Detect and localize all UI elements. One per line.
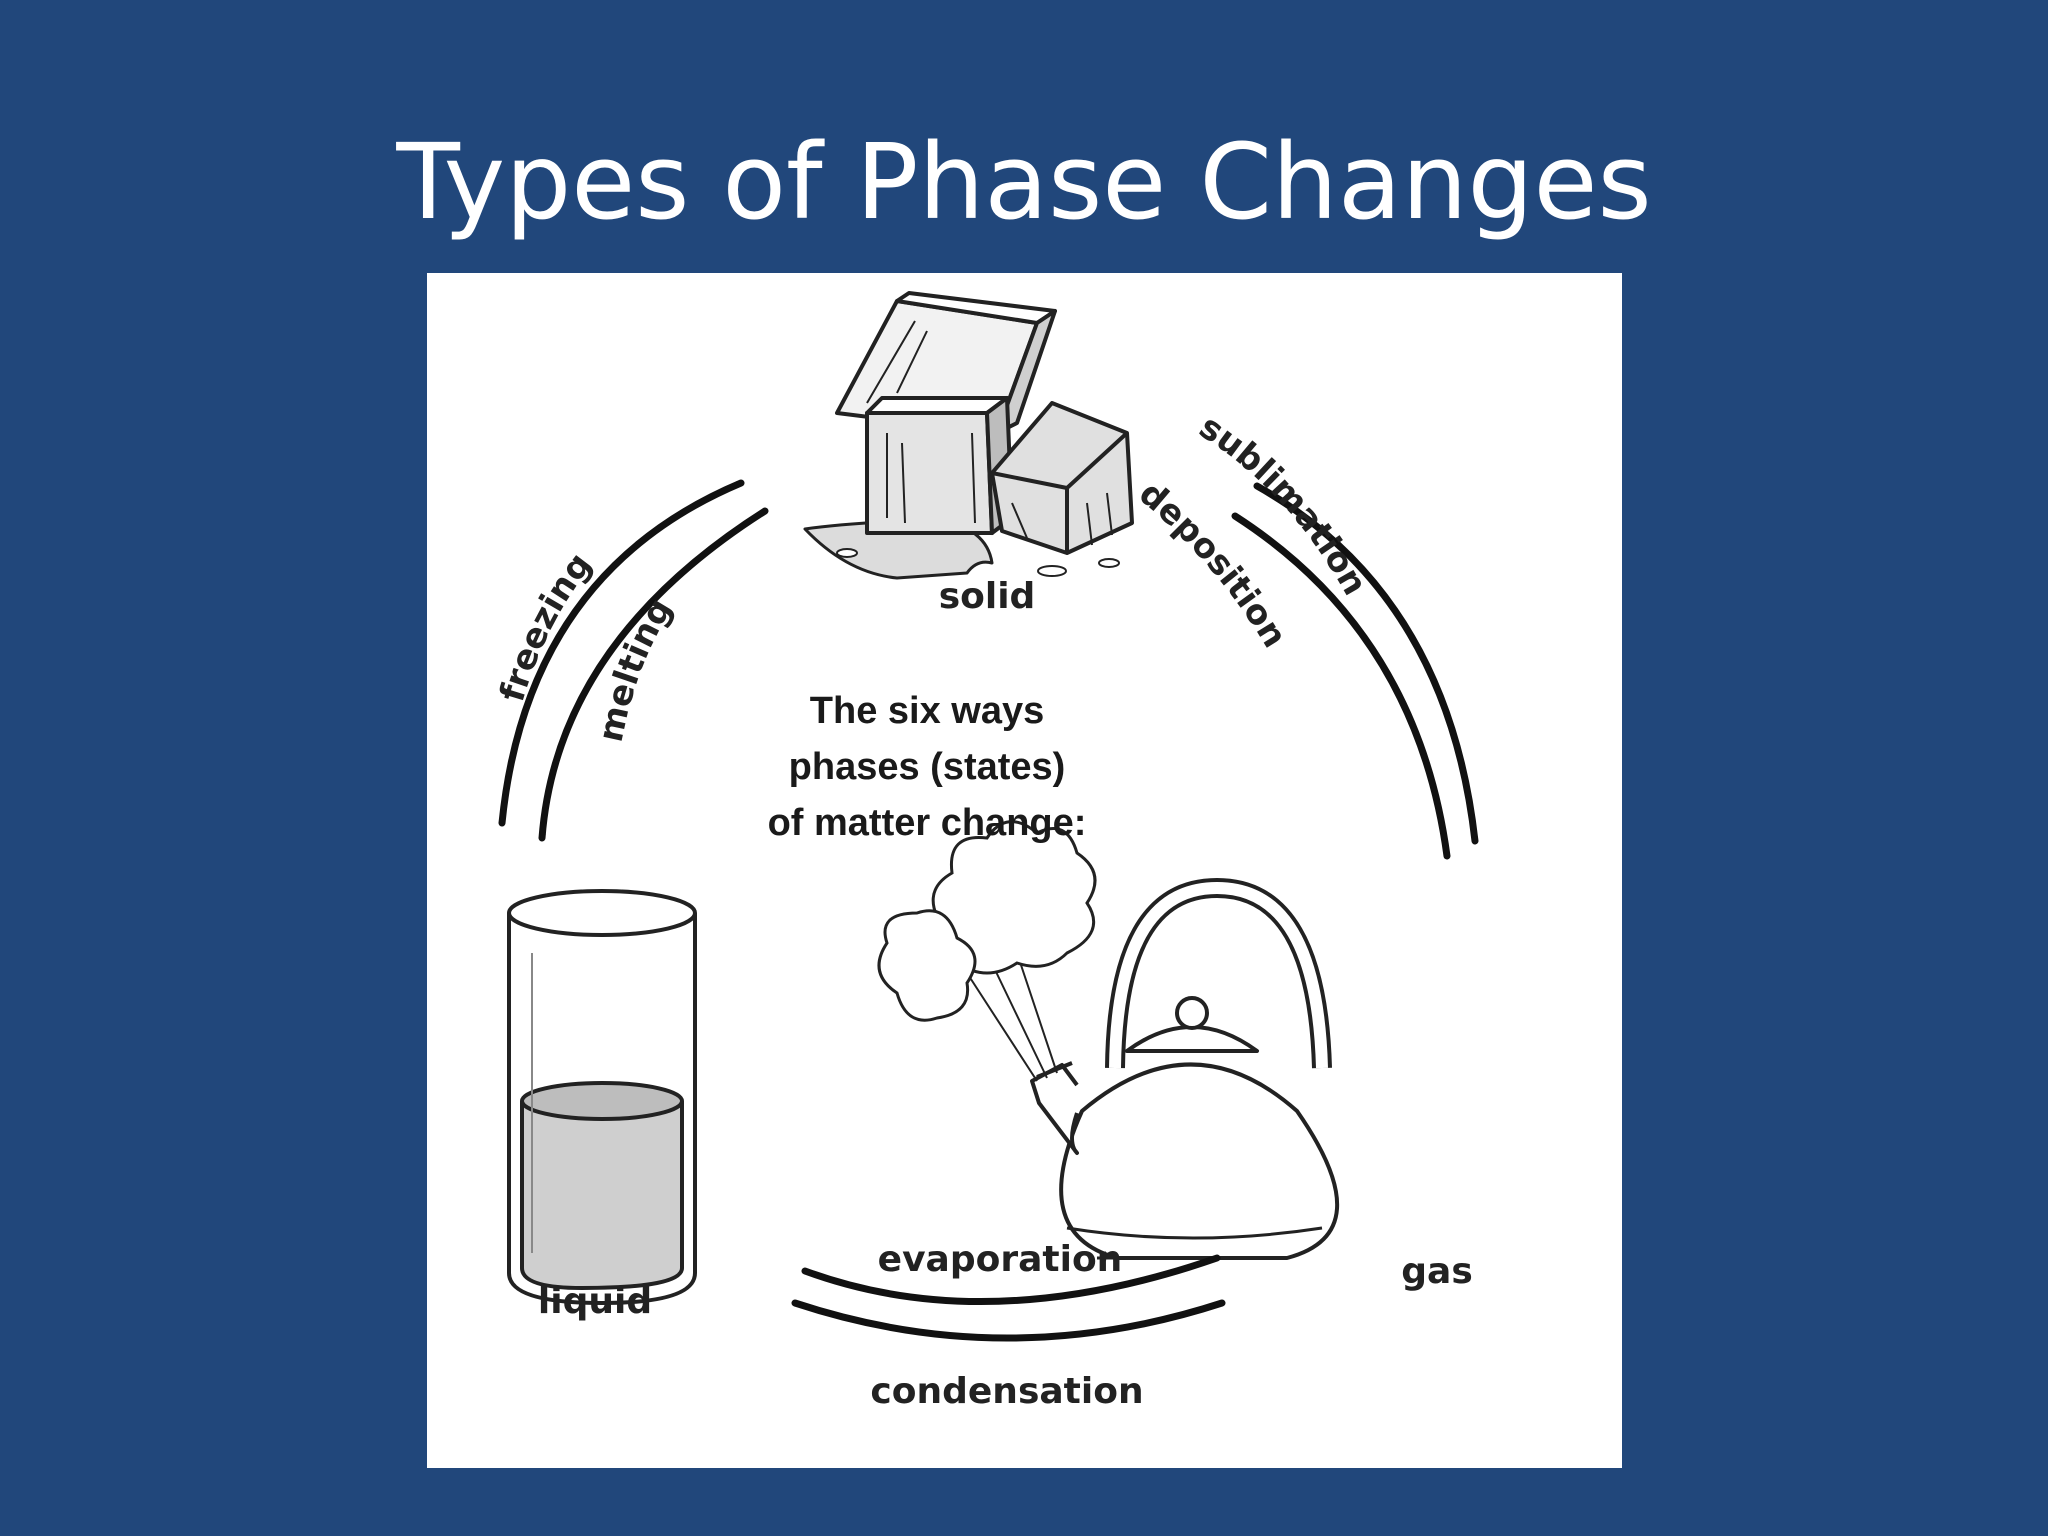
slide-title: Types of Phase Changes: [396, 121, 1652, 243]
caption-line-2: phases (states): [788, 746, 1066, 788]
phase-diagram: solid liquid gas: [427, 273, 1622, 1468]
steaming-kettle-icon: [1030, 878, 1340, 1260]
state-label-solid: solid: [939, 576, 1036, 617]
state-label-liquid: liquid: [538, 1281, 652, 1322]
water-glass-icon: [507, 889, 697, 1306]
caption-line-1: The six ways: [809, 690, 1045, 732]
sublimation-arrow: [1253, 482, 1479, 845]
freezing-arrow: [498, 479, 745, 827]
steam-cloud-icon: [877, 820, 1097, 1082]
state-label-gas: gas: [1401, 1251, 1473, 1292]
phase-arrows: [498, 479, 1479, 1342]
diagram-canvas: solid liquid gas: [492, 291, 1479, 1412]
caption-line-3: of matter change:: [767, 802, 1087, 844]
process-label-condensation: condensation: [870, 1371, 1143, 1412]
process-label-evaporation: evaporation: [878, 1239, 1123, 1280]
melting-arrow: [538, 507, 769, 842]
condensation-arrow: [791, 1299, 1226, 1342]
process-label-freezing: freezing: [492, 545, 600, 706]
evaporation-arrow: [801, 1254, 1221, 1305]
diagram-caption: The six ways phases (states) of matter c…: [757, 683, 1097, 851]
ice-cubes-icon: [803, 291, 1134, 580]
deposition-arrow: [1231, 512, 1451, 860]
